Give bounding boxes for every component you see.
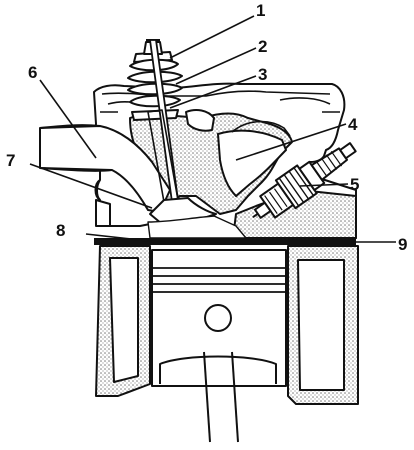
head-gasket [94,238,356,245]
intake-port [39,124,171,227]
cylinder-block [95,245,359,405]
callout-label-3: 3 [258,65,267,84]
callout-label-1: 1 [256,1,265,20]
callout-label-2: 2 [258,37,267,56]
leader-2 [175,47,257,85]
leader-8 [85,233,177,245]
callout-leaders [29,15,396,245]
valve-stem [143,39,179,203]
connecting-rod [203,351,239,443]
piston [151,249,287,387]
callout-label-4: 4 [348,115,358,134]
callout-label-6: 6 [28,63,37,82]
leader-1 [169,15,255,59]
combustion-chamber [147,215,247,239]
leader-4 [235,123,347,161]
leader-5 [299,183,349,187]
spark-plug [252,142,357,219]
callout-label-8: 8 [56,221,65,240]
leader-7 [29,163,153,209]
callout-label-9: 9 [398,235,407,254]
callout-label-5: 5 [350,175,359,194]
callout-labels: 1 2 3 4 5 6 7 8 9 [6,1,407,254]
leader-6 [39,79,97,159]
leader-3 [169,75,257,109]
callout-label-7: 7 [6,151,15,170]
